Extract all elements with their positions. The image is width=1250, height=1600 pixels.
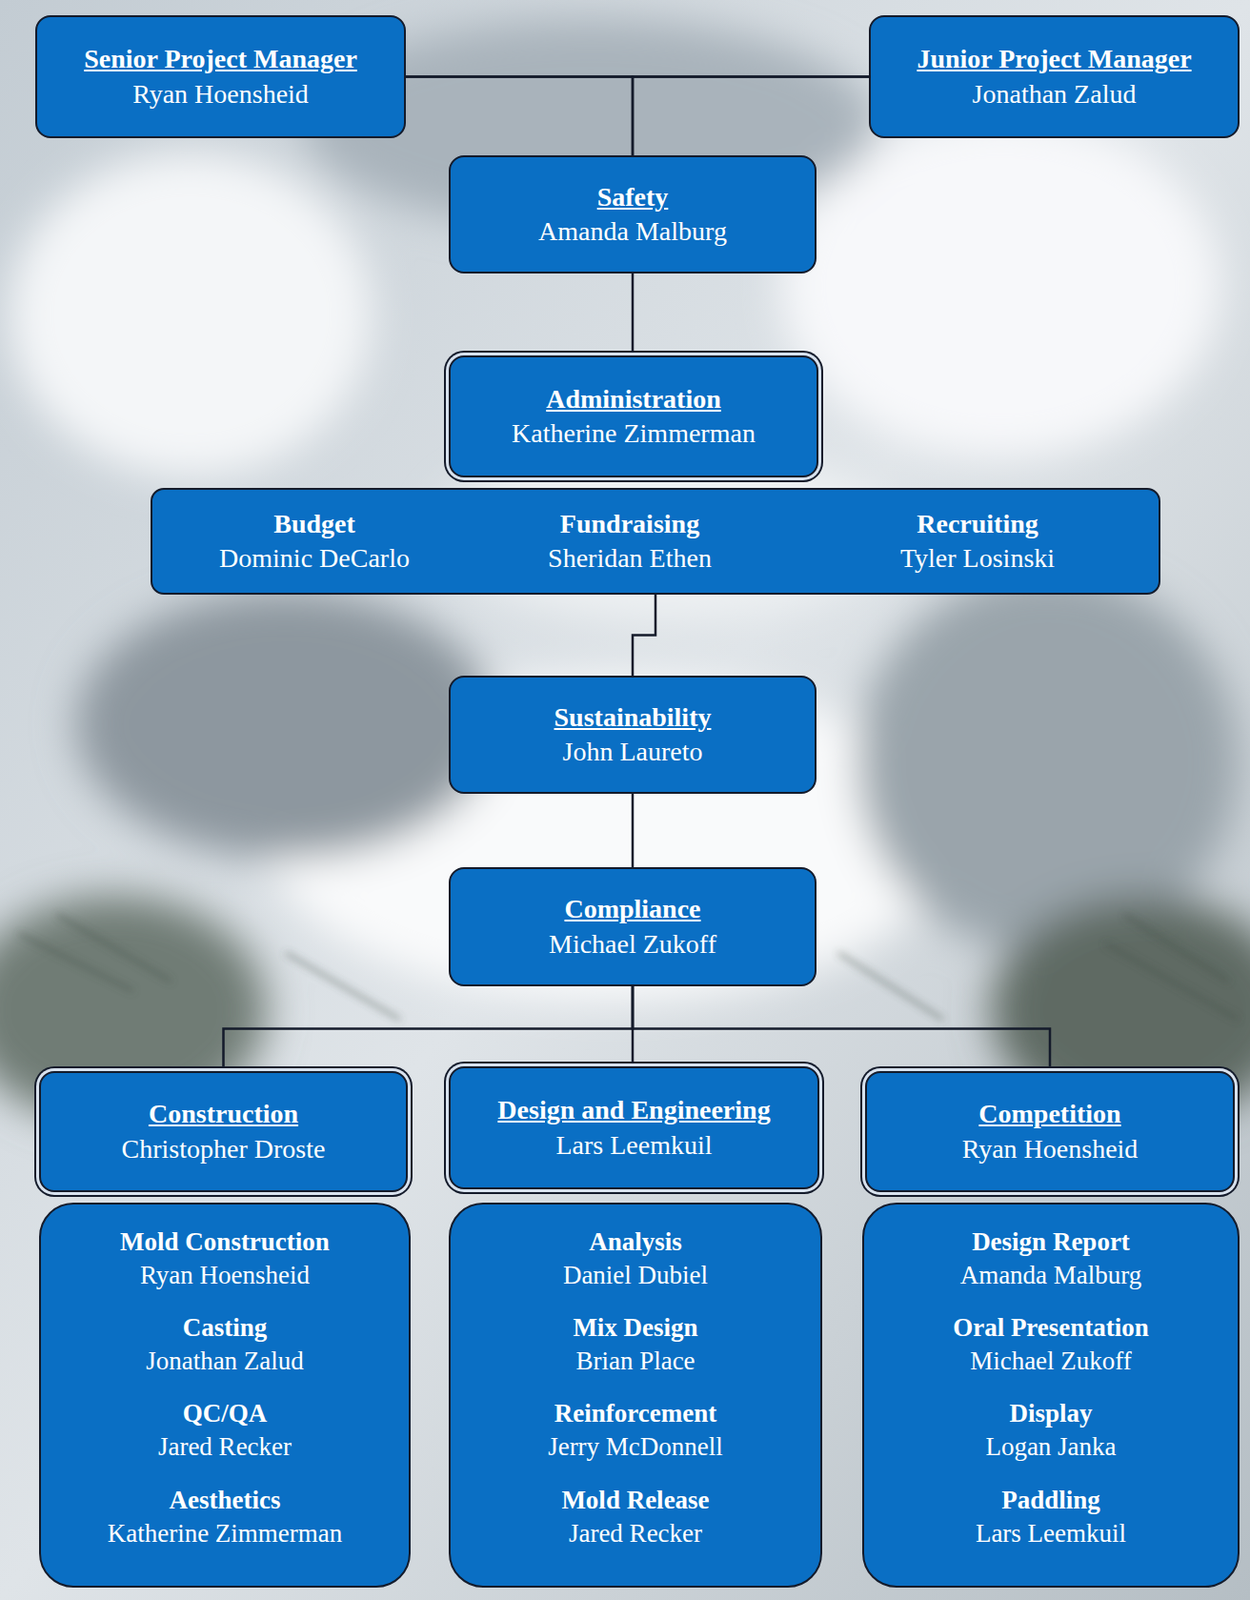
person-name: Jonathan Zalud (972, 77, 1137, 112)
org-connector (631, 273, 635, 356)
org-connector (632, 986, 1050, 1071)
officer-column: FundraisingSheridan Ethen (472, 506, 787, 577)
person-name: Tyler Losinski (820, 541, 1135, 576)
role-title: Aesthetics (169, 1483, 282, 1517)
snow-clumps (0, 19, 1250, 1125)
role-box: AdministrationKatherine Zimmerman (448, 355, 819, 478)
person-name: Jared Recker (568, 1516, 703, 1551)
role-title: Junior Project Manager (916, 41, 1191, 77)
role-box: ComplianceMichael Zukoff (448, 866, 817, 987)
role-title: Mold Construction (120, 1225, 330, 1259)
person-name: Ryan Hoensheid (962, 1131, 1139, 1167)
person-name: Lars Leemkuil (975, 1516, 1127, 1551)
role-title: Sustainability (554, 700, 712, 735)
role-title: Mix Design (572, 1310, 698, 1345)
task-list-box: Design ReportAmanda MalburgOral Presenta… (862, 1202, 1240, 1588)
division-box: CompetitionRyan Hoensheid (865, 1070, 1235, 1192)
role-title: Display (1008, 1396, 1092, 1431)
org-connector (405, 77, 633, 157)
task-list-box: Mold ConstructionRyan HoensheidCastingJo… (39, 1202, 411, 1588)
person-name: Ryan Hoensheid (132, 77, 309, 112)
division-box: Design and EngineeringLars Leemkuil (448, 1066, 820, 1190)
role-title: Paddling (1001, 1483, 1101, 1517)
org-connector (631, 793, 635, 867)
role-title: Construction (148, 1096, 299, 1131)
person-name: John Laureto (563, 734, 704, 769)
role-box: SafetyAmanda Malburg (448, 155, 817, 274)
person-name: Dominic DeCarlo (157, 541, 472, 576)
org-connector (632, 594, 656, 676)
role-title: Analysis (588, 1225, 683, 1259)
division-box: ConstructionChristopher Droste (39, 1070, 408, 1192)
person-name: Katherine Zimmerman (107, 1516, 343, 1551)
role-title: Safety (597, 180, 669, 215)
person-name: Daniel Dubiel (563, 1258, 708, 1292)
role-title: Oral Presentation (952, 1310, 1150, 1345)
org-connector (632, 77, 869, 157)
role-title: Mold Release (561, 1483, 709, 1517)
role-title: Administration (545, 382, 722, 417)
role-title: Recruiting (820, 506, 1135, 542)
org-connector (223, 986, 634, 1071)
role-title: Fundraising (472, 506, 787, 542)
person-name: Jerry McDonnell (547, 1430, 724, 1464)
role-title: Design and Engineering (497, 1092, 770, 1128)
person-name: Amanda Malburg (960, 1258, 1143, 1292)
role-title: Budget (157, 506, 472, 542)
person-name: Amanda Malburg (538, 214, 727, 249)
manager-box: Junior Project ManagerJonathan Zalud (868, 15, 1240, 139)
person-name: Ryan Hoensheid (140, 1258, 310, 1292)
role-box: SustainabilityJohn Laureto (448, 675, 817, 794)
role-title: Reinforcement (554, 1396, 717, 1431)
person-name: Logan Janka (985, 1430, 1116, 1464)
role-title: QC/QA (182, 1396, 268, 1431)
person-name: Lars Leemkuil (555, 1128, 712, 1163)
person-name: Jared Recker (158, 1430, 292, 1464)
task-list-box: AnalysisDaniel DubielMix DesignBrian Pla… (448, 1202, 823, 1588)
officer-column: BudgetDominic DeCarlo (157, 506, 472, 577)
manager-box: Senior Project ManagerRyan Hoensheid (35, 15, 406, 139)
person-name: Michael Zukoff (548, 927, 717, 962)
person-name: Katherine Zimmerman (511, 416, 756, 451)
person-name: Jonathan Zalud (145, 1344, 304, 1378)
person-name: Brian Place (575, 1344, 695, 1378)
officer-column: RecruitingTyler Losinski (820, 506, 1135, 577)
officer-band: BudgetDominic DeCarloFundraisingSheridan… (150, 487, 1161, 595)
role-title: Compliance (564, 891, 701, 927)
role-title: Design Report (971, 1225, 1130, 1259)
person-name: Sheridan Ethen (472, 541, 787, 576)
person-name: Christopher Droste (121, 1131, 326, 1167)
role-title: Competition (978, 1096, 1121, 1131)
role-title: Senior Project Manager (83, 41, 358, 77)
role-title: Casting (182, 1310, 268, 1345)
person-name: Michael Zukoff (969, 1344, 1132, 1378)
